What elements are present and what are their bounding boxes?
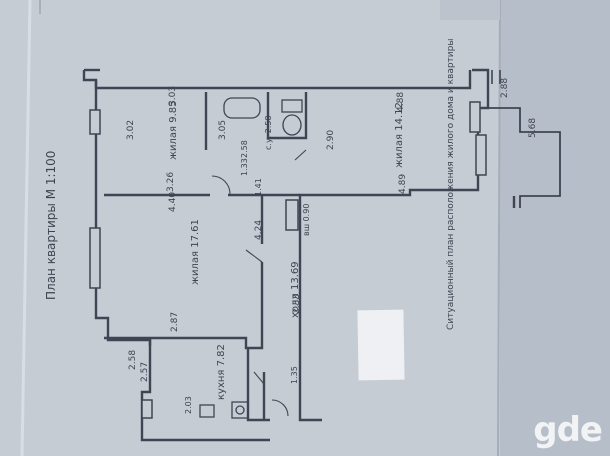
dimension-label: 4.40 bbox=[168, 191, 178, 212]
watermark-logo: gde bbox=[533, 410, 603, 450]
dimension-label: 2.90 bbox=[326, 129, 336, 150]
dimension-label: 3.05 bbox=[218, 119, 228, 140]
dimension-label: 3.26 bbox=[166, 171, 176, 192]
plan-title: План квартиры М 1:100 bbox=[44, 150, 58, 300]
room-label: жилая 9.85 bbox=[168, 100, 179, 161]
room-label: кухня 7.82 bbox=[216, 344, 227, 400]
dimension-label: 4.24 bbox=[254, 219, 264, 240]
dimension-label: 2.87 bbox=[170, 311, 180, 332]
room-label: вш 0.90 bbox=[302, 203, 311, 236]
dimension-label: 1.35 bbox=[290, 366, 299, 384]
side-caption: Ситуационный план расположения жилого до… bbox=[446, 38, 456, 330]
dimension-label: 2.57 bbox=[140, 361, 150, 382]
dimension-label: 4.88 bbox=[396, 91, 406, 112]
dimension-label: 1.41 bbox=[254, 178, 263, 196]
dimension-label: 2.58 bbox=[240, 140, 249, 158]
room-label: с.у. 2.58 bbox=[264, 115, 273, 150]
dimension-label: 4.89 bbox=[398, 173, 408, 194]
room-label: жилая 17.61 bbox=[190, 219, 201, 285]
dimension-label: 2.33 bbox=[292, 293, 302, 314]
dimension-label: 1.33 bbox=[240, 158, 249, 176]
dimension-label: 2.03 bbox=[184, 396, 193, 414]
dimension-label: 3.03 bbox=[168, 85, 178, 106]
dimension-label: 3.02 bbox=[126, 119, 136, 140]
dimension-label: 2.88 bbox=[500, 77, 510, 98]
room-label: жилая 14.12 bbox=[394, 102, 405, 168]
dimension-label: 5.68 bbox=[528, 117, 538, 138]
dimension-label: 2.58 bbox=[128, 349, 138, 370]
